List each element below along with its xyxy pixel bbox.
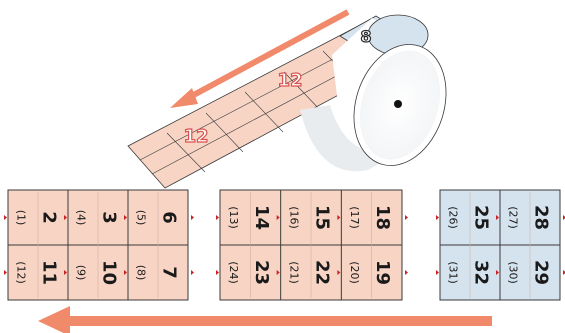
page-number: 22 [311, 260, 332, 285]
page-number: 23 [251, 260, 272, 285]
registration-mark [216, 215, 219, 220]
registration-mark [436, 215, 439, 220]
sheet-direction-arrow [38, 306, 492, 333]
registration-mark [191, 270, 194, 275]
page-number-small: (31) [447, 261, 460, 284]
page-number-small: (24) [227, 261, 240, 284]
registration-mark [191, 215, 194, 220]
registration-mark [4, 215, 7, 220]
page-number-small: (9) [75, 265, 88, 281]
page-number-small: (5) [135, 210, 148, 226]
paper-roll: 8 12 12 [128, 12, 461, 188]
page-number-small: (16) [288, 206, 301, 229]
page-number-small: (8) [135, 265, 148, 281]
page-number-small: (20) [348, 261, 361, 284]
page-number-small: (4) [75, 210, 88, 226]
page-number-small: (17) [348, 206, 361, 229]
page-number-small: (21) [288, 261, 301, 284]
page-number-small: (12) [15, 261, 28, 284]
page-number: 25 [470, 205, 491, 230]
registration-mark [405, 215, 408, 220]
roll-badge-12-upper: 12 [277, 70, 302, 91]
page-number: 28 [530, 205, 551, 230]
page-number: 11 [38, 260, 59, 285]
page-number: 6 [158, 211, 179, 224]
page-number-small: (26) [447, 206, 460, 229]
registration-mark [4, 270, 7, 275]
registration-mark [216, 270, 219, 275]
imposition-sheets: 2(1)3(4)6(5)11(12)10(9)7(8)14(13)15(16)1… [4, 190, 565, 300]
page-number-small: (1) [15, 210, 28, 226]
page-number: 19 [372, 260, 393, 285]
page-number: 2 [38, 211, 59, 224]
page-number-small: (13) [227, 206, 240, 229]
page-number-small: (30) [507, 261, 520, 284]
page-number-small: (27) [507, 206, 520, 229]
page-number: 15 [311, 205, 332, 230]
page-number: 10 [98, 260, 119, 285]
page-number: 3 [98, 211, 119, 224]
page-number: 18 [372, 205, 393, 230]
registration-mark [436, 270, 439, 275]
roll-badge-12-lower: 12 [183, 126, 208, 147]
roll-core [394, 100, 402, 108]
page-number: 32 [470, 260, 491, 285]
sheet-3: 25 (26) 28 (27) 32 (31) 29 (30) [436, 190, 565, 300]
registration-mark [405, 270, 408, 275]
sheet-2: 14 (13) 15 (16) 18 (17) 23 (24) 22 (21) 19 (20) [216, 190, 408, 300]
roll-badge-8: 8 [360, 27, 371, 46]
page-number: 7 [158, 266, 179, 279]
page-number: 29 [530, 260, 551, 285]
sheet-1: 2 (1) 3 (4) 6 (5) 11 (12) 10 (9) 7 (8) [4, 190, 194, 300]
page-number: 14 [251, 205, 272, 230]
